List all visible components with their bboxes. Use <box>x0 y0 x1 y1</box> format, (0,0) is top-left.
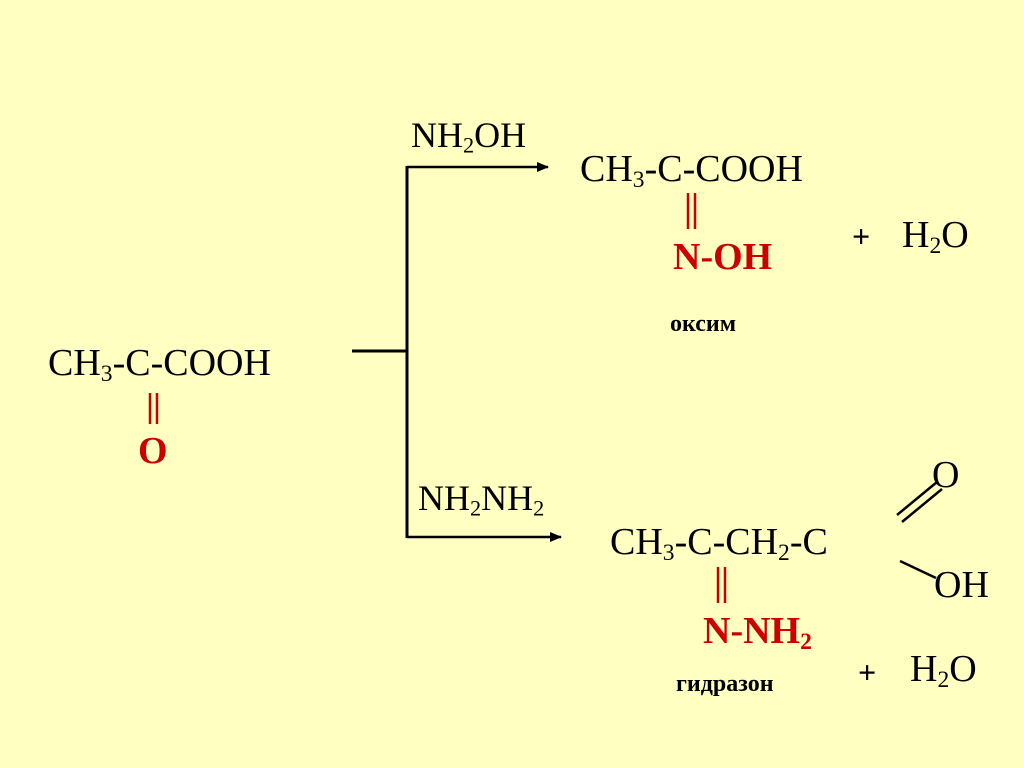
reagent-hydrazine: NH2NH2 <box>418 478 545 521</box>
hydrazone-label: гидразон <box>676 671 774 697</box>
carboxyl-double-bond <box>896 481 943 523</box>
carboxyl-hydroxyl: OH <box>934 564 989 606</box>
reagent-hydroxylamine: NH2OH <box>411 115 527 158</box>
hydrazone-group: N-NH2 <box>703 610 812 655</box>
hydrazone-formula: CH3-C-CH2-C <box>610 521 828 566</box>
carboxyl-single-bond <box>899 559 937 580</box>
oxime-group: N-OH <box>673 236 773 278</box>
reactant-double-bond <box>148 393 159 424</box>
plus-sign-bottom: + <box>858 654 877 690</box>
water-bottom: H2O <box>910 648 977 693</box>
oxime-double-bond <box>686 193 697 229</box>
carboxyl-oxygen: O <box>932 454 960 496</box>
reactant-carbonyl-oxygen: O <box>138 430 168 472</box>
reactant-formula: CH3-C-COOH <box>48 342 271 387</box>
hydrazone-double-bond <box>716 567 727 603</box>
plus-sign-top: + <box>852 218 871 254</box>
water-top: H2O <box>902 214 969 259</box>
oxime-formula: CH3-C-COOH <box>580 148 803 193</box>
oxime-label: оксим <box>670 311 737 337</box>
